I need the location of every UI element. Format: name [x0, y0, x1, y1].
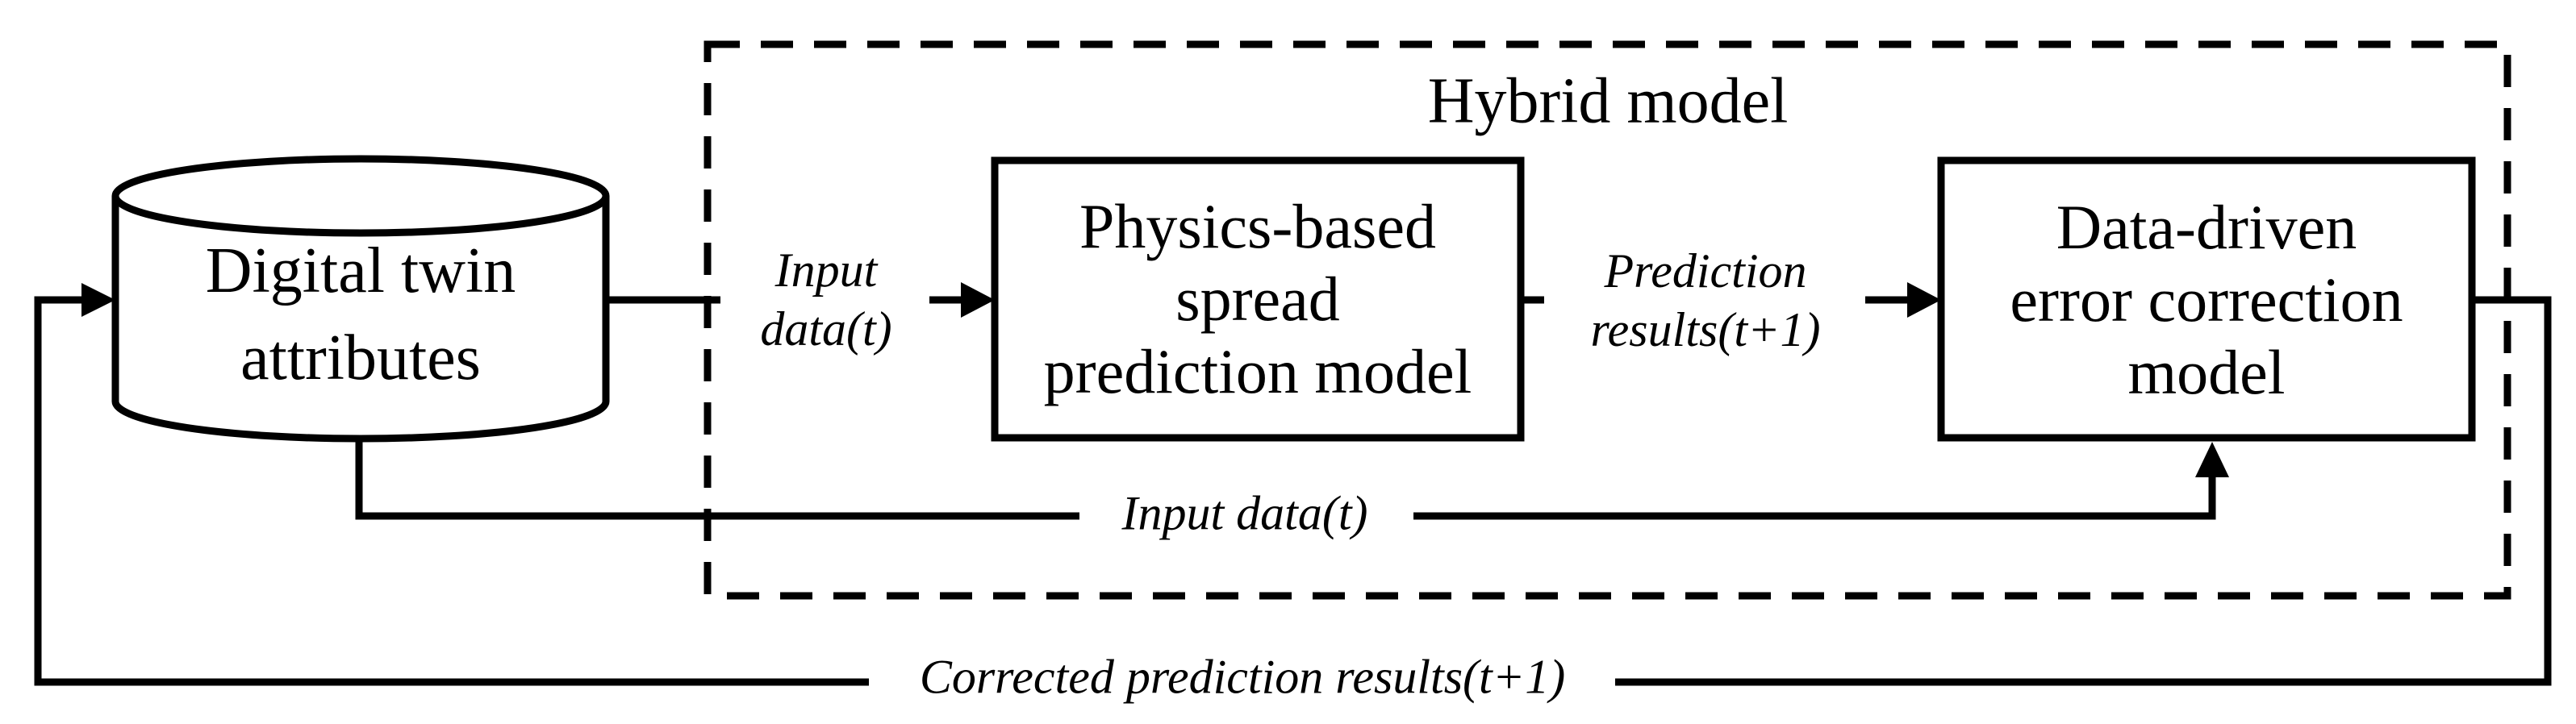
data-driven-box-label-line3: model: [2127, 337, 2286, 407]
physics-box-label-line3: prediction model: [1043, 336, 1472, 406]
input-data-top-label: Input data(t): [760, 241, 891, 359]
arrow-feedback-to-cylinder-head: [81, 283, 115, 317]
connector-feedback-left: [34, 296, 869, 686]
digital-twin-cylinder-top: [111, 155, 610, 237]
digital-twin-cylinder-body: [111, 196, 610, 443]
hybrid-model-title: Hybrid model: [1427, 65, 1789, 137]
prediction-results-label-line1: Prediction: [1604, 244, 1807, 298]
hybrid-model-dashed-border: [703, 40, 2511, 600]
digital-twin-label-line1: Digital twin: [205, 235, 516, 306]
prediction-results-label-line2: results(t+1): [1590, 303, 1821, 356]
digital-twin-label-line2: attributes: [240, 322, 481, 393]
connector-inputdata-bottom-left: [355, 432, 1079, 520]
data-driven-box-label-line2: error correction: [2010, 264, 2403, 335]
input-data-top-label-line2: data(t): [760, 302, 892, 356]
data-driven-box-label-line1: Data-driven: [2056, 192, 2357, 262]
arrow-inputdata-to-datadriven-head: [2195, 442, 2229, 477]
physics-box-label-line2: spread: [1175, 264, 1340, 334]
physics-box-label-line1: Physics-based: [1079, 191, 1436, 261]
physics-box-outline: [991, 156, 1525, 442]
corrected-results-label: Corrected prediction results(t+1): [919, 650, 1566, 704]
arrow-input-to-physics-head: [961, 282, 995, 318]
prediction-results-label: Prediction results(t+1): [1591, 242, 1821, 360]
connector-feedback-right: [1615, 296, 2552, 686]
arrow-prediction-to-datadriven-head: [1907, 282, 1941, 318]
data-driven-box-outline: [1937, 156, 2476, 442]
input-data-bottom-label: Input data(t): [1121, 486, 1368, 540]
connector-inputdata-bottom-right: [1413, 476, 2216, 520]
physics-box-label: Physics-based spread prediction model: [1044, 190, 1472, 408]
digital-twin-label: Digital twin attributes: [206, 227, 516, 402]
input-data-top-label-line1: Input: [774, 243, 878, 297]
data-driven-box-label: Data-driven error correction model: [2010, 191, 2403, 409]
